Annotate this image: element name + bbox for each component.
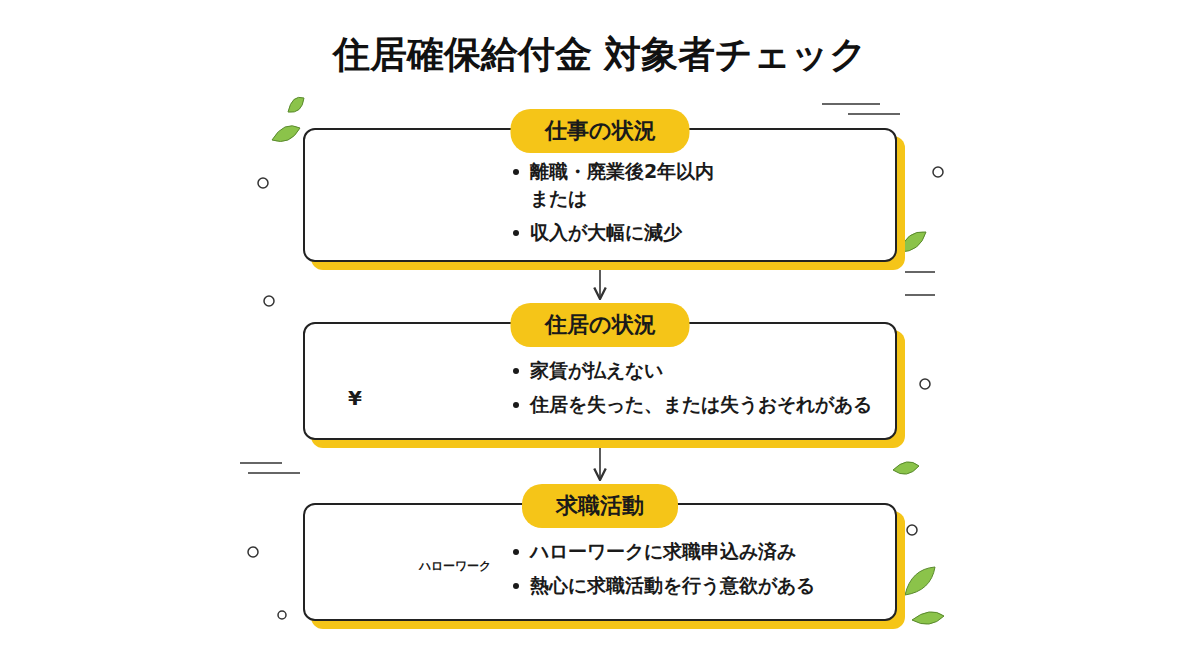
condition-text: ハローワークに求職申込み済み	[530, 538, 885, 566]
flow-arrow	[599, 446, 601, 480]
sign-text: ハローワーク	[419, 558, 491, 575]
bullet-list: 家賃が払えない住居を失った、または失うおそれがある	[510, 324, 885, 438]
condition-text: 家賃が払えない	[530, 357, 885, 385]
bullet-list: 離職・廃業後2年以内 または収入が大幅に減少	[510, 130, 885, 260]
bullet-dot	[513, 230, 519, 236]
bullet-dot	[513, 549, 519, 555]
bullet-dot	[513, 583, 519, 589]
bullet-item: 収入が大幅に減少	[510, 219, 885, 247]
leaf	[272, 97, 944, 624]
condition-text: 熱心に求職活動を行う意欲がある	[530, 572, 885, 600]
section-heading: 住居の状況	[511, 303, 690, 347]
bullet-item: ハローワークに求職申込み済み	[510, 538, 885, 566]
title: 住居確保給付金 対象者チェック	[0, 30, 1200, 80]
condition-text: 住居を失った、または失うおそれがある	[530, 391, 885, 419]
bullet-dot	[513, 169, 519, 175]
check-box: 仕事の状況離職・廃業後2年以内 または収入が大幅に減少	[303, 128, 897, 262]
bullet-item: 離職・廃業後2年以内 または	[510, 158, 885, 213]
bullet-dot	[513, 368, 519, 374]
section-heading: 仕事の状況	[511, 109, 690, 153]
bullet-item: 熱心に求職活動を行う意欲がある	[510, 572, 885, 600]
check-box: 住居の状況家賃が払えない住居を失った、または失うおそれがある	[303, 322, 897, 440]
bullet-list: ハローワークに求職申込み済み熱心に求職活動を行う意欲がある	[510, 505, 885, 619]
check-box: 求職活動ハローワークに求職申込み済み熱心に求職活動を行う意欲がある	[303, 503, 897, 621]
condition-text: 収入が大幅に減少	[530, 219, 885, 247]
condition-text: 離職・廃業後2年以内 または	[530, 158, 731, 213]
bullet-item: 住居を失った、または失うおそれがある	[510, 391, 885, 419]
bullet-dot	[513, 402, 519, 408]
bullet-item: 家賃が払えない	[510, 357, 885, 385]
yen-symbol: ¥	[348, 386, 362, 410]
section-heading: 求職活動	[522, 484, 678, 528]
flow-arrow	[599, 268, 601, 299]
